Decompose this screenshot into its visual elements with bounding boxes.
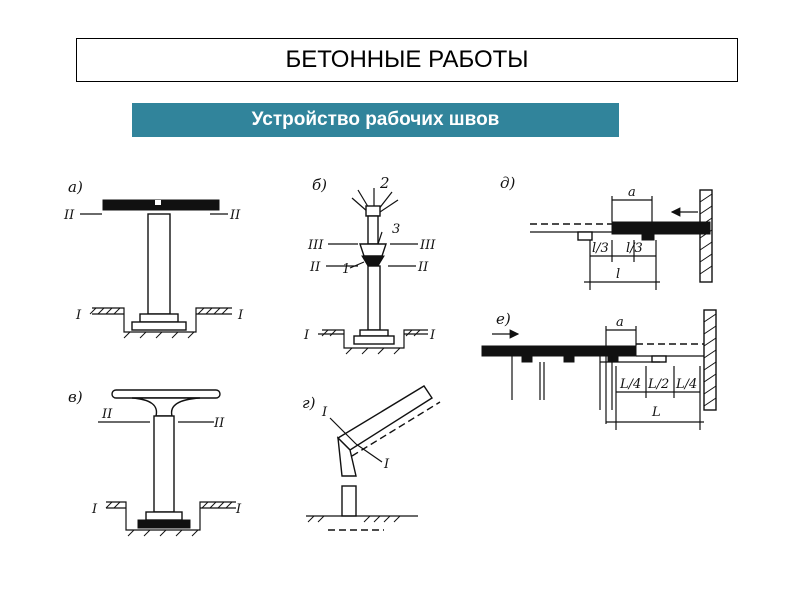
- panel-g-seam-I-upper: [329, 417, 357, 445]
- panel-v-seam-label: I: [235, 502, 242, 517]
- panel-b-seam-label: II: [417, 260, 429, 275]
- panel-b-leader-3: [377, 231, 383, 245]
- panel-e-rib-2: [563, 355, 575, 363]
- panel-b-leader-1: [349, 261, 365, 269]
- panel-b-letter: б): [312, 176, 327, 194]
- panel-b-beam-stub: [365, 205, 381, 217]
- panel-b-callout: 2: [379, 174, 390, 192]
- panel-d: д) a l/3 l/3 l: [500, 174, 713, 290]
- panel-e-rib-1: [521, 355, 533, 363]
- panel-v: в) II II I I: [68, 388, 242, 537]
- panel-v-footing-base: [137, 519, 191, 529]
- panel-g-frame-knee: [337, 436, 357, 477]
- panel-g-letter: г): [302, 394, 316, 412]
- panel-e-dim-label: L/4: [619, 377, 641, 392]
- panel-a-footing-top: [139, 313, 179, 323]
- panel-v-column: [153, 415, 175, 513]
- panel-d-dim-label: l/3: [592, 241, 609, 256]
- panel-g: г) I I: [302, 385, 441, 531]
- panel-g-column: [341, 485, 357, 517]
- panel-e-wall: [703, 309, 717, 411]
- panel-v-footing-top: [145, 511, 183, 521]
- panel-g-seam-I-lower: [355, 443, 383, 463]
- panel-e-dim-label: L/4: [675, 377, 697, 392]
- panel-b-capital-joint: [361, 255, 385, 267]
- panel-v-slab: [111, 389, 221, 399]
- panel-e-rib-4: [651, 355, 667, 363]
- panel-e-columns: [511, 356, 613, 424]
- panel-a-letter: а): [68, 178, 83, 196]
- panel-a-footing-base: [131, 321, 187, 331]
- panel-e-rib-3: [607, 355, 619, 363]
- panel-v-ground-hatch: [105, 501, 233, 537]
- panel-v-seam-label: II: [213, 416, 225, 431]
- panel-g-seam-line: [351, 401, 441, 457]
- panel-a-seam-label: II: [63, 208, 75, 223]
- page-subtitle: Устройство рабочих швов: [132, 103, 619, 137]
- panel-b-seam-label: III: [307, 238, 324, 253]
- panel-b-footing-top: [359, 329, 389, 337]
- panel-a-seam-label: II: [229, 208, 241, 223]
- panel-e-letter: е): [496, 310, 511, 328]
- panel-b-seam-label: I: [303, 328, 310, 343]
- panel-d-letter: д): [500, 174, 516, 192]
- panel-e-wall-hatch: [703, 313, 717, 407]
- panel-e-slab-new: [481, 345, 637, 357]
- panel-b-ground-hatch: [321, 329, 421, 355]
- panel-a-slab-notch: [155, 200, 161, 205]
- panel-v-seam-label: I: [91, 502, 98, 517]
- panel-v-seam-label: II: [101, 407, 113, 422]
- panel-d-rib-2: [641, 231, 655, 241]
- panel-b-column: [367, 265, 381, 331]
- panel-g-ground-hatch: [307, 515, 401, 523]
- panel-e: е) a: [481, 309, 717, 430]
- panel-b-seam-label: III: [419, 238, 436, 253]
- panel-a-seam-label: I: [75, 308, 82, 323]
- panel-b-seam-label: I: [429, 328, 436, 343]
- page-title: БЕТОННЫЕ РАБОТЫ: [76, 38, 738, 82]
- panel-d-dim-label: a: [628, 185, 636, 200]
- panel-b-callout: 1: [342, 262, 350, 277]
- panel-a-ground-hatch: [89, 307, 229, 339]
- panel-a-column: [147, 213, 171, 315]
- panel-b-ground: [322, 329, 428, 349]
- panel-e-dim-label: a: [616, 315, 624, 330]
- panel-b: б) 2 3 1 III III II II: [303, 174, 436, 355]
- panel-b-capital: [359, 243, 387, 257]
- panel-d-rib-1: [577, 231, 593, 241]
- panel-b-column-top: [367, 215, 379, 245]
- panel-b-seam-label: II: [309, 260, 321, 275]
- panel-b-footing-base: [353, 335, 395, 345]
- panel-a-ground: [92, 307, 232, 333]
- panel-d-dim-label: l: [616, 267, 620, 282]
- panel-v-ground: [106, 501, 236, 531]
- panel-d-slab-new: [611, 221, 711, 235]
- panel-g-seam-label: I: [383, 457, 390, 472]
- panel-a-seam-label: I: [237, 308, 244, 323]
- panel-e-dim-label: L: [651, 405, 661, 420]
- panel-g-seam-label: I: [321, 405, 328, 420]
- panel-v-capital: [131, 397, 201, 417]
- panel-v-letter: в): [68, 388, 83, 406]
- panel-d-dim-label: l/3: [626, 241, 643, 256]
- panel-e-dim-label: L/2: [647, 377, 669, 392]
- panel-a: а) II II I I: [63, 178, 244, 339]
- panel-d-wall: [699, 189, 713, 283]
- panel-b-callout: 3: [392, 222, 400, 237]
